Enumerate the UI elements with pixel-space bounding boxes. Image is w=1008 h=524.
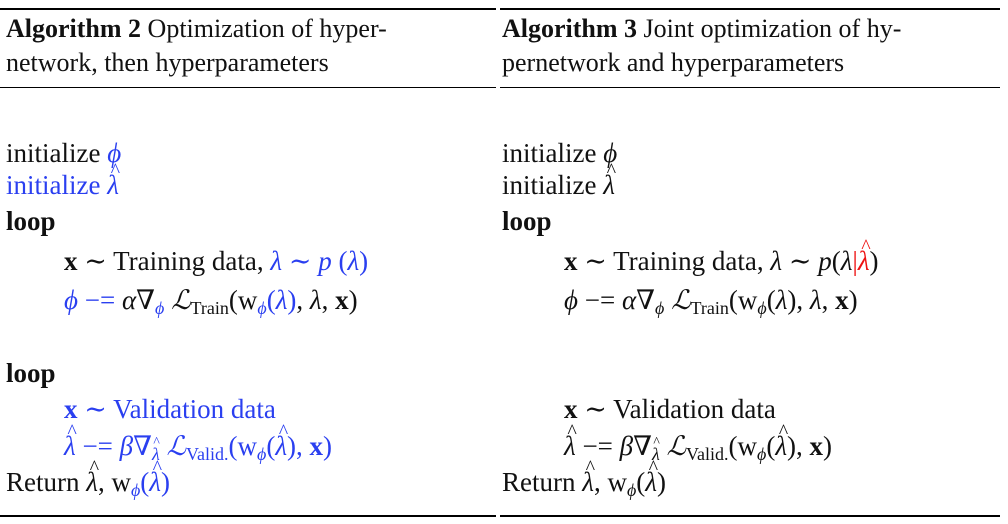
- alg3-init-lambda: initialize λ: [502, 155, 615, 201]
- alg3-phi-update: ϕ −= α∇ϕ ℒTrain(wϕ(λ), λ, x): [564, 285, 858, 318]
- alg3-loop1: loop: [502, 206, 552, 236]
- alg2-phi-update: ϕ −= α∇ϕ ℒTrain(wϕ(λ), λ, x): [64, 285, 358, 318]
- bottom-rule: [0, 515, 496, 517]
- alg2-loop2: loop: [6, 358, 56, 388]
- alg2-lambda-update: λ −= β∇λ ℒValid.(wϕ(λ), x): [64, 416, 332, 470]
- alg2-init-lambda: initialize λ: [6, 155, 119, 201]
- alg3-return: Return λ, wϕ(λ): [502, 452, 666, 506]
- alg2-sample-train: x ∼ Training data, λ ∼ p (λ): [64, 246, 369, 276]
- top-rule: [500, 8, 1000, 10]
- algorithm-3-caption: Algorithm 3 Joint optimization of hy- pe…: [502, 12, 996, 80]
- algorithm-3-label: Algorithm 3: [502, 14, 638, 43]
- top-rule: [0, 8, 496, 10]
- alg3-sample-train: x ∼ Training data, λ ∼ p(λ|λ): [564, 231, 879, 277]
- caption-rule: [500, 87, 1000, 89]
- algorithm-2-caption: Algorithm 2 Optimization of hyper- netwo…: [6, 12, 486, 80]
- alg2-return: Return λ, wϕ(λ): [6, 452, 170, 506]
- alg3-lambda-update: λ −= β∇λ ℒValid.(wϕ(λ), x): [564, 416, 832, 470]
- alg2-init-phi: initialize ϕ: [6, 138, 122, 168]
- alg2-sample-val: x ∼ Validation data: [64, 394, 276, 424]
- alg3-init-phi: initialize ϕ: [502, 138, 618, 168]
- algorithm-2-label: Algorithm 2: [6, 14, 142, 43]
- algorithm-3-title-line1: Joint optimization of hy-: [643, 14, 902, 43]
- algorithm-2-title-line1: Optimization of hyper-: [147, 14, 387, 43]
- algorithm-2-title-line2: network, then hyperparameters: [6, 48, 329, 77]
- caption-rule: [0, 87, 496, 89]
- alg3-sample-val: x ∼ Validation data: [564, 394, 776, 424]
- algorithm-3-title-line2: pernetwork and hyperparameters: [502, 48, 845, 77]
- alg2-loop1: loop: [6, 206, 56, 236]
- bottom-rule: [500, 515, 1000, 517]
